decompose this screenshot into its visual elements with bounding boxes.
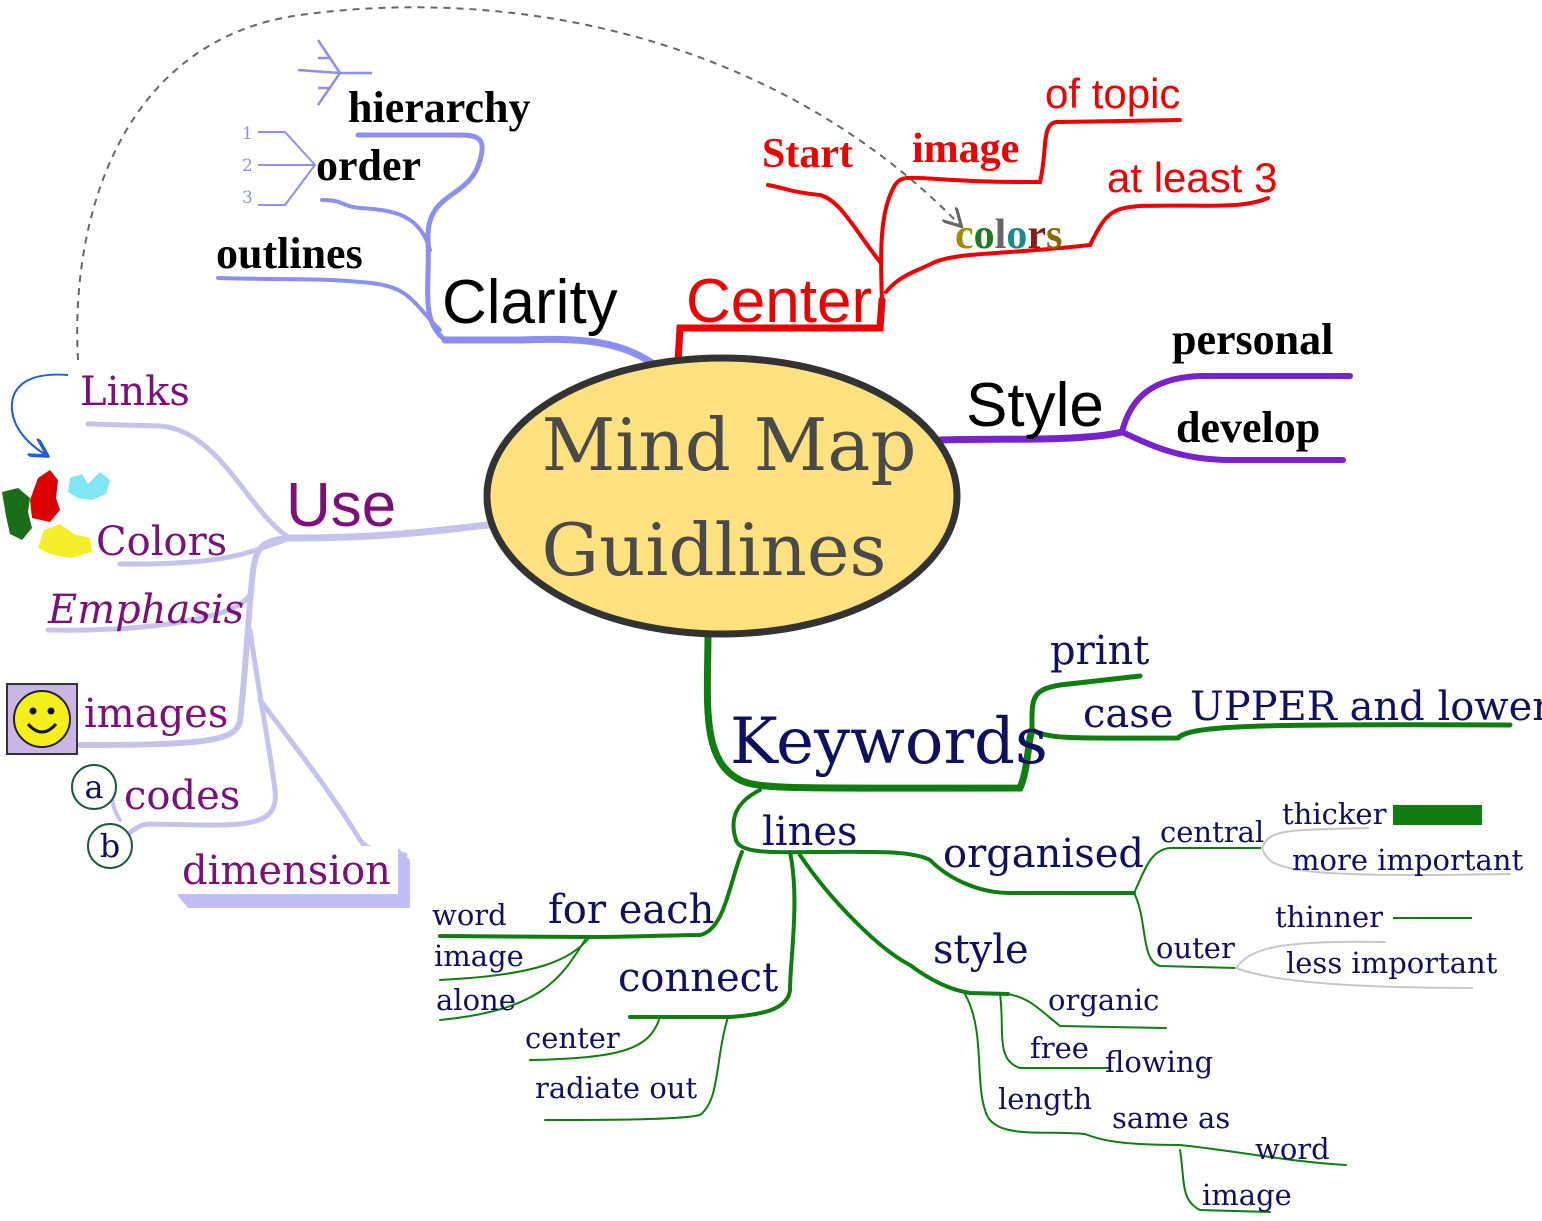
center-label: Center (686, 267, 872, 336)
order-bracket-icon (258, 131, 317, 206)
images-label: images (84, 691, 228, 737)
smiley-icon (6, 683, 78, 755)
keywords-label: Keywords (730, 705, 1048, 779)
same-as-image-label: image (1202, 1178, 1292, 1212)
central-label: central (1160, 815, 1264, 849)
center-branch (674, 118, 1270, 366)
alone-label: alone (436, 983, 516, 1017)
connect-label: connect (618, 955, 778, 1001)
of-topic-label: of topic (1045, 70, 1180, 117)
image-label: image (912, 126, 1019, 172)
style-sub-label: style (933, 927, 1029, 973)
code-b-icon: b (87, 823, 133, 869)
style-branch (936, 373, 1353, 463)
codes-label: codes (124, 773, 240, 819)
case-label: case (1083, 691, 1173, 737)
colors-letter: s (1046, 212, 1062, 258)
links-label: Links (80, 369, 190, 415)
center-sub-label: center (525, 1021, 620, 1055)
code-a-text: a (84, 768, 103, 806)
hierarchy-label: hierarchy (348, 83, 531, 132)
radiate-out-label: radiate out (535, 1071, 697, 1105)
order-label: order (316, 141, 421, 190)
thicker-line-sample (1393, 805, 1482, 825)
hierarchy-icon (297, 39, 372, 106)
central-topic-node (483, 354, 961, 638)
grey-branches (1235, 827, 1511, 989)
more-important-label: more important (1292, 843, 1523, 877)
colors-letter: l (995, 212, 1007, 258)
print-label: print (1050, 628, 1149, 674)
colors-letter: r (1027, 212, 1046, 258)
central-title-line1: Mind Map (542, 403, 917, 487)
keywords-branch (438, 628, 1513, 1213)
link-arrow-dashed (76, 6, 960, 361)
organic-label: organic (1048, 983, 1159, 1017)
upper-lower-label: UPPER and lower (1190, 684, 1542, 730)
personal-label: personal (1172, 315, 1333, 364)
lines-label: lines (762, 809, 858, 855)
links-curved-arrow (10, 373, 69, 455)
develop-label: develop (1176, 403, 1320, 452)
outer-label: outer (1156, 931, 1235, 965)
color-blobs-icon (2, 470, 110, 558)
thinner-label: thinner (1275, 900, 1383, 934)
same-as-label: same as (1112, 1101, 1230, 1135)
clarity-label: Clarity (442, 268, 618, 337)
organised-label: organised (943, 831, 1144, 877)
flowing-label: flowing (1105, 1045, 1213, 1079)
order-number-1: 1 (242, 124, 253, 144)
outlines-label: outlines (216, 229, 363, 278)
start-label: Start (762, 131, 853, 177)
at-least-3-label: at least 3 (1107, 154, 1277, 201)
code-a-icon: a (71, 764, 117, 810)
emphasis-label: Emphasis (47, 587, 244, 633)
style-label: Style (966, 371, 1104, 440)
colors-letter: c (955, 212, 974, 258)
central-title-line2: Guidlines (542, 508, 887, 592)
colors-letter: o (1006, 212, 1027, 258)
order-number-2: 2 (242, 156, 253, 176)
clarity-branch (216, 132, 659, 369)
image-sub-label: image (434, 939, 524, 973)
dimension-label: dimension (182, 848, 391, 894)
for-each-label: for each (548, 887, 714, 933)
word-label: word (432, 898, 507, 932)
dimension-box (176, 846, 410, 908)
colors-letter: o (974, 212, 995, 258)
use-label: Use (286, 471, 396, 540)
free-label: free (1030, 1031, 1089, 1065)
code-b-text: b (100, 827, 120, 865)
order-number-3: 3 (242, 188, 253, 208)
colors-multicolor-label: colors (955, 212, 1062, 258)
less-important-label: less important (1286, 946, 1498, 980)
length-label: length (998, 1082, 1092, 1116)
same-as-word-label: word (1255, 1132, 1330, 1166)
colors-label: Colors (96, 519, 227, 565)
thicker-label: thicker (1282, 797, 1387, 831)
